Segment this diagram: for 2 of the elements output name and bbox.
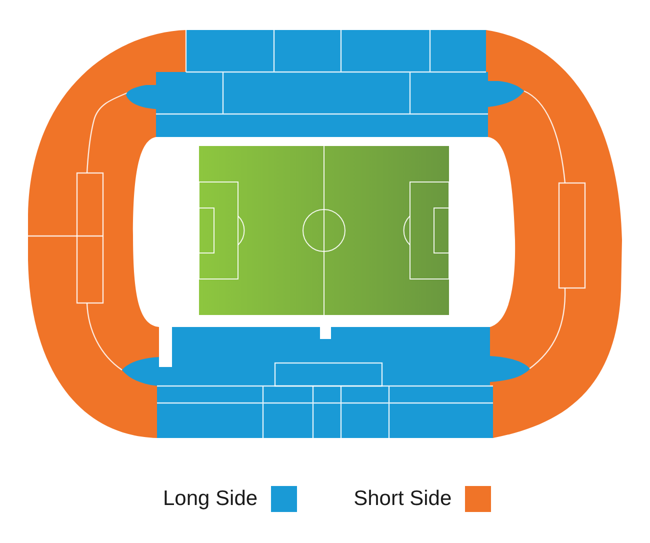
legend-label: Short Side bbox=[354, 486, 452, 512]
legend-label: Long Side bbox=[163, 486, 258, 512]
